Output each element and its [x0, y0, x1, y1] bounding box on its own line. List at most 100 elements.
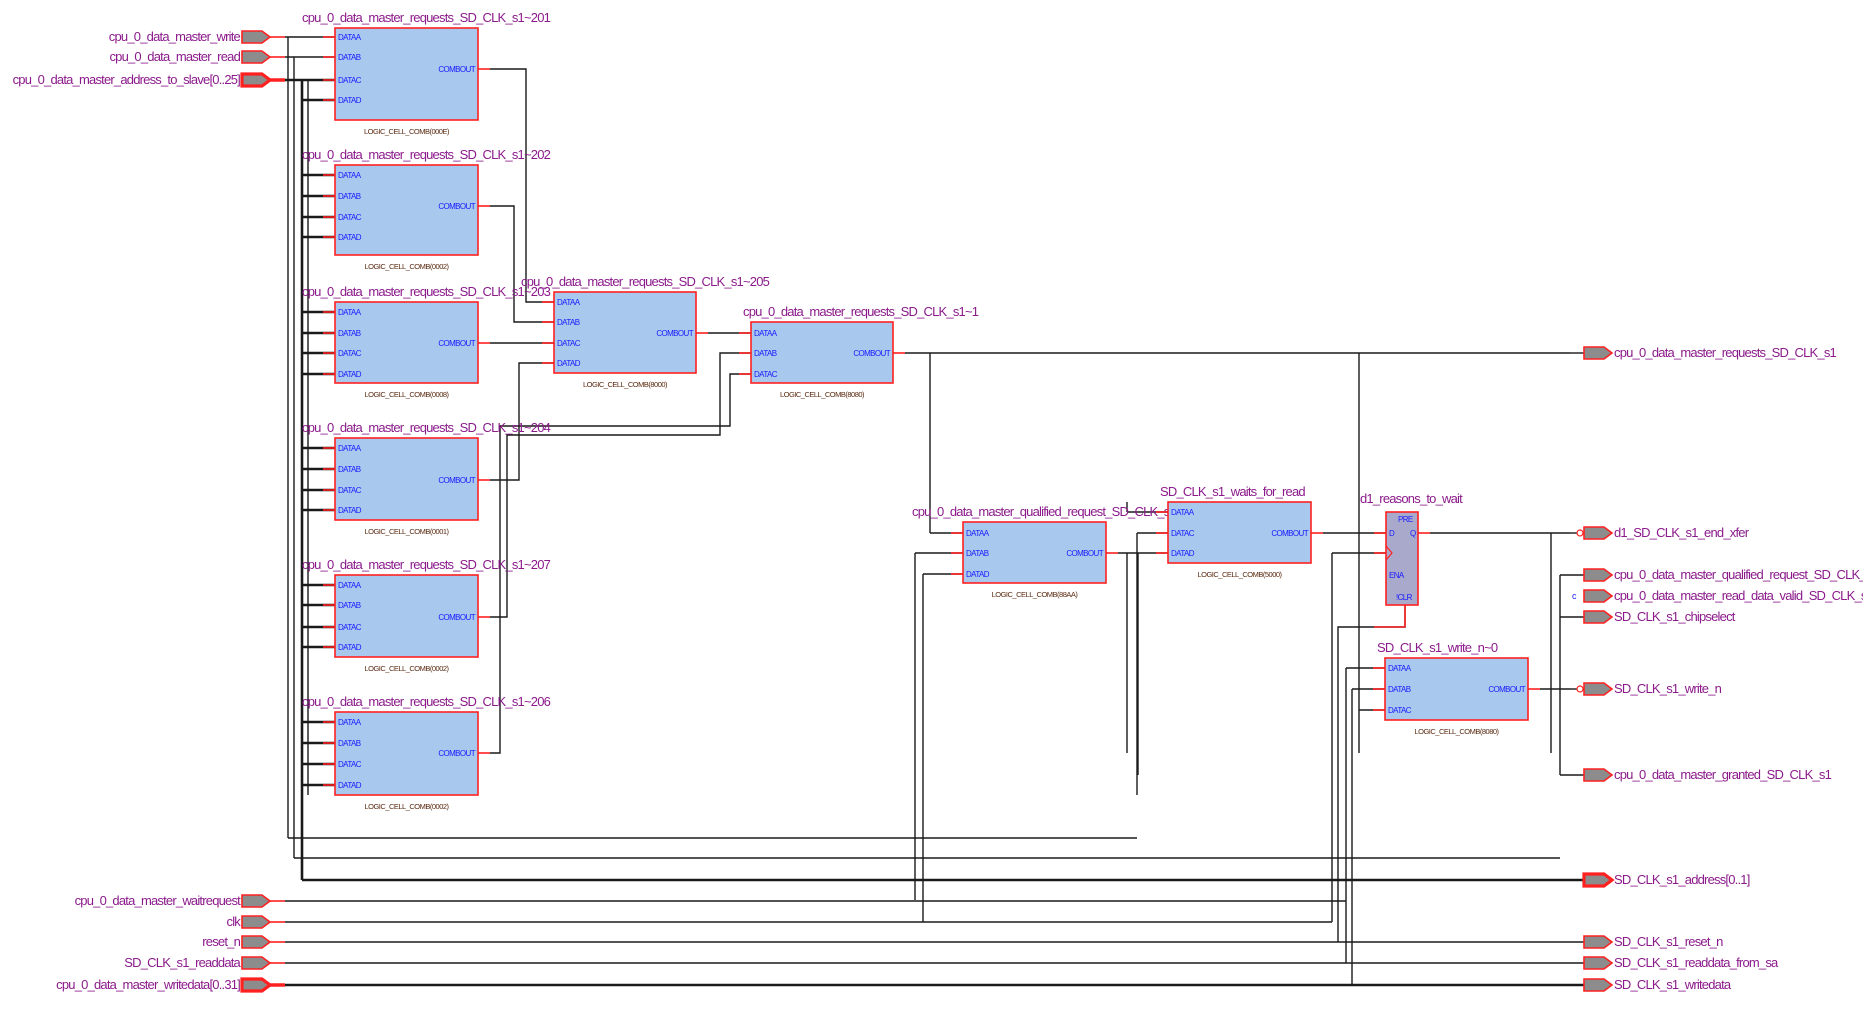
logic-cell-cwn[interactable]: SD_CLK_s1_write_n~0DATAADATABDATACCOMBOU…	[1373, 640, 1540, 736]
cell-type-label: LOGIC_CELL_COMB(8000)	[583, 380, 668, 389]
input-port-clk[interactable]: clk	[227, 914, 272, 929]
logic-cells: cpu_0_data_master_requests_SD_CLK_s1~201…	[302, 10, 1540, 811]
pin-label: DATAD	[1171, 549, 1195, 558]
svg-text:SD_CLK_s1_readdata: SD_CLK_s1_readdata	[124, 955, 241, 970]
svg-text:cpu_0_data_master_address_to_s: cpu_0_data_master_address_to_slave[0..25…	[13, 72, 241, 87]
cell-instance-label: cpu_0_data_master_requests_SD_CLK_s1~201	[302, 10, 551, 25]
input-port-waitrequest[interactable]: cpu_0_data_master_waitrequest	[75, 893, 272, 908]
cell-instance-label: cpu_0_data_master_requests_SD_CLK_s1~204	[302, 420, 551, 435]
input-port-address-to-slave[interactable]: cpu_0_data_master_address_to_slave[0..25…	[13, 72, 273, 88]
pin-label: DATAA	[338, 171, 362, 180]
svg-text:cpu_0_data_master_granted_SD_C: cpu_0_data_master_granted_SD_CLK_s1	[1614, 767, 1832, 782]
cell-body	[334, 27, 479, 121]
logic-cell-c201[interactable]: cpu_0_data_master_requests_SD_CLK_s1~201…	[302, 10, 551, 136]
output-ports: cpu_0_data_master_requests_SD_CLK_s1 d1_…	[1572, 345, 1863, 992]
input-ports: cpu_0_data_master_write cpu_0_data_maste…	[13, 29, 273, 993]
svg-text:cpu_0_data_master_read: cpu_0_data_master_read	[109, 49, 240, 64]
svg-text:ENA: ENA	[1389, 571, 1405, 580]
output-pin-label: COMBOUT	[853, 349, 890, 358]
cell-type-label: LOGIC_CELL_COMB(88AA)	[992, 590, 1079, 599]
output-pin-label: COMBOUT	[1488, 685, 1525, 694]
pin-label: DATAA	[1171, 508, 1195, 517]
pin-label: DATAA	[1388, 664, 1412, 673]
input-port-write[interactable]: cpu_0_data_master_write	[109, 29, 272, 44]
pin-label: DATAA	[966, 529, 990, 538]
pin-label: DATAB	[338, 53, 361, 62]
pin-label: DATAC	[338, 760, 362, 769]
input-port-reset-n[interactable]: reset_n	[202, 934, 272, 949]
pin-label: DATAC	[338, 486, 362, 495]
pin-label: DATAB	[338, 192, 361, 201]
output-port-writedata[interactable]: SD_CLK_s1_writedata	[1583, 977, 1733, 992]
output-pin-label: COMBOUT	[438, 749, 475, 758]
pin-label: DATAD	[338, 643, 362, 652]
cell-type-label: LOGIC_CELL_COMB(0002)	[364, 262, 449, 271]
cell-instance-label: cpu_0_data_master_qualified_request_SD_C…	[912, 504, 1196, 519]
output-port-read-data-valid[interactable]: c cpu_0_data_master_read_data_valid_SD_C…	[1572, 588, 1863, 603]
output-pin-label: COMBOUT	[438, 476, 475, 485]
logic-cell-c202[interactable]: cpu_0_data_master_requests_SD_CLK_s1~202…	[302, 147, 551, 271]
input-port-sd-clk-readdata[interactable]: SD_CLK_s1_readdata	[124, 955, 272, 970]
svg-text:SD_CLK_s1_reset_n: SD_CLK_s1_reset_n	[1614, 934, 1723, 949]
cell-type-label: LOGIC_CELL_COMB(000E)	[364, 127, 450, 136]
logic-cell-c204[interactable]: cpu_0_data_master_requests_SD_CLK_s1~204…	[302, 420, 551, 536]
inverter-marker-icon: c	[1572, 591, 1577, 601]
svg-text:cpu_0_data_master_read_data_va: cpu_0_data_master_read_data_valid_SD_CLK…	[1614, 588, 1863, 603]
logic-cell-c207[interactable]: cpu_0_data_master_requests_SD_CLK_s1~207…	[302, 557, 551, 673]
output-port-readdata-from-sa[interactable]: SD_CLK_s1_readdata_from_sa	[1583, 955, 1780, 970]
flipflop-label: d1_reasons_to_wait	[1360, 491, 1463, 506]
pin-label: DATAA	[338, 444, 362, 453]
cell-body	[334, 574, 479, 658]
cell-instance-label: cpu_0_data_master_requests_SD_CLK_s1~206	[302, 694, 551, 709]
output-port-qualified-request[interactable]: cpu_0_data_master_qualified_request_SD_C…	[1583, 567, 1863, 582]
pin-label: DATAB	[338, 601, 361, 610]
logic-cell-cq[interactable]: cpu_0_data_master_qualified_request_SD_C…	[912, 504, 1197, 599]
output-pin-label: COMBOUT	[1271, 529, 1308, 538]
pin-label: DATAA	[338, 581, 362, 590]
svg-text:D: D	[1389, 529, 1395, 538]
cell-type-label: LOGIC_CELL_COMB(0002)	[364, 802, 449, 811]
input-port-writedata[interactable]: cpu_0_data_master_writedata[0..31]	[56, 977, 273, 993]
output-pin-label: COMBOUT	[656, 329, 693, 338]
cell-type-label: LOGIC_CELL_COMB(8080)	[1414, 727, 1499, 736]
svg-text:reset_n: reset_n	[202, 934, 240, 949]
svg-text:cpu_0_data_master_waitrequest: cpu_0_data_master_waitrequest	[75, 893, 242, 908]
svg-text:SD_CLK_s1_write_n: SD_CLK_s1_write_n	[1614, 681, 1722, 696]
cell-instance-label: cpu_0_data_master_requests_SD_CLK_s1~205	[521, 274, 770, 289]
cell-body	[334, 711, 479, 796]
output-port-chipselect[interactable]: SD_CLK_s1_chipselect	[1583, 609, 1737, 624]
pin-label: DATAA	[338, 718, 362, 727]
cell-instance-label: SD_CLK_s1_waits_for_read	[1160, 484, 1305, 499]
svg-text:cpu_0_data_master_requests_SD_: cpu_0_data_master_requests_SD_CLK_s1	[1614, 345, 1837, 360]
pin-label: DATAD	[338, 370, 362, 379]
output-port-address[interactable]: SD_CLK_s1_address[0..1]	[1582, 872, 1751, 888]
pin-label: DATAD	[338, 506, 362, 515]
output-port-requests[interactable]: cpu_0_data_master_requests_SD_CLK_s1	[1583, 345, 1837, 360]
pin-label: DATAB	[338, 465, 361, 474]
logic-cell-c1[interactable]: cpu_0_data_master_requests_SD_CLK_s1~1DA…	[739, 304, 980, 399]
pin-label: DATAB	[754, 349, 777, 358]
pin-label: DATAA	[338, 308, 362, 317]
cell-type-label: LOGIC_CELL_COMB(8080)	[780, 390, 865, 399]
pin-label: DATAC	[338, 623, 362, 632]
output-pin-label: COMBOUT	[438, 339, 475, 348]
output-port-end-xfer[interactable]: d1_SD_CLK_s1_end_xfer	[1576, 525, 1751, 540]
output-pin-label: COMBOUT	[438, 202, 475, 211]
cell-body	[334, 164, 479, 256]
cell-instance-label: cpu_0_data_master_requests_SD_CLK_s1~203	[302, 284, 551, 299]
svg-text:SD_CLK_s1_chipselect: SD_CLK_s1_chipselect	[1614, 609, 1736, 624]
output-port-write-n[interactable]: SD_CLK_s1_write_n	[1576, 681, 1722, 696]
logic-cell-c203[interactable]: cpu_0_data_master_requests_SD_CLK_s1~203…	[302, 284, 551, 399]
logic-cell-c205[interactable]: cpu_0_data_master_requests_SD_CLK_s1~205…	[521, 274, 770, 389]
output-port-reset-n[interactable]: SD_CLK_s1_reset_n	[1583, 934, 1724, 949]
logic-cell-cw[interactable]: SD_CLK_s1_waits_for_readDATAADATACDATADC…	[1156, 484, 1323, 579]
svg-text:cpu_0_data_master_qualified_re: cpu_0_data_master_qualified_request_SD_C…	[1614, 567, 1863, 582]
logic-cell-c206[interactable]: cpu_0_data_master_requests_SD_CLK_s1~206…	[302, 694, 551, 811]
svg-text:cpu_0_data_master_write: cpu_0_data_master_write	[109, 29, 241, 44]
input-port-read[interactable]: cpu_0_data_master_read	[109, 49, 272, 64]
output-port-granted[interactable]: cpu_0_data_master_granted_SD_CLK_s1	[1583, 767, 1832, 782]
cell-body	[553, 291, 697, 374]
svg-text:clk: clk	[227, 914, 242, 929]
cell-type-label: LOGIC_CELL_COMB(5000)	[1197, 570, 1282, 579]
flipflop-d1-reasons-to-wait[interactable]: d1_reasons_to_wait PRE D Q ENA !CLR	[1360, 491, 1464, 628]
